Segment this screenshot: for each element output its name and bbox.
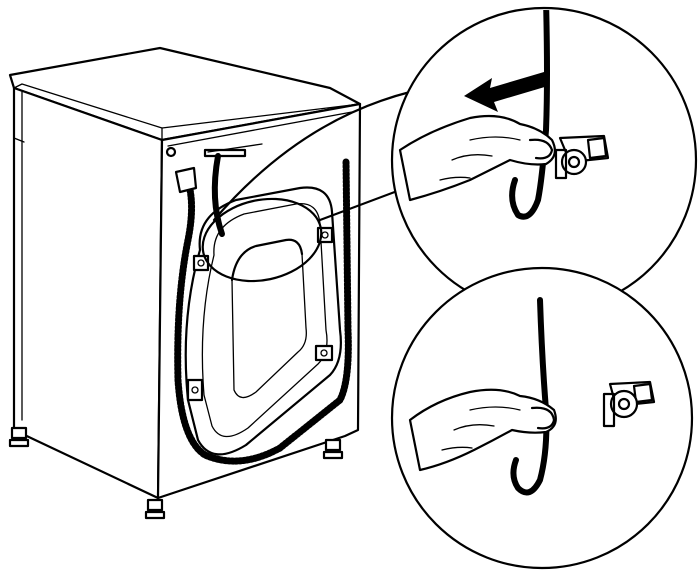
pull-direction-arrow-icon (464, 72, 548, 112)
washing-machine (8, 46, 362, 520)
cable-clip-icon (602, 380, 656, 428)
callout-connector (318, 188, 402, 222)
detail-view-top (390, 6, 698, 314)
power-cable (509, 10, 550, 220)
drum-back-plate (184, 186, 342, 456)
machine-foot-icon (8, 426, 344, 520)
hand (398, 114, 557, 202)
drain-hose (174, 156, 352, 465)
power-cable (211, 153, 225, 237)
machine-rear-panel (156, 102, 362, 500)
callout-connector (212, 90, 412, 222)
cable-clip-icon (554, 134, 610, 180)
detail-callout-ellipse (201, 197, 323, 283)
machine-side (12, 86, 164, 500)
power-cable (510, 297, 550, 496)
detail-view-bottom (390, 266, 694, 570)
